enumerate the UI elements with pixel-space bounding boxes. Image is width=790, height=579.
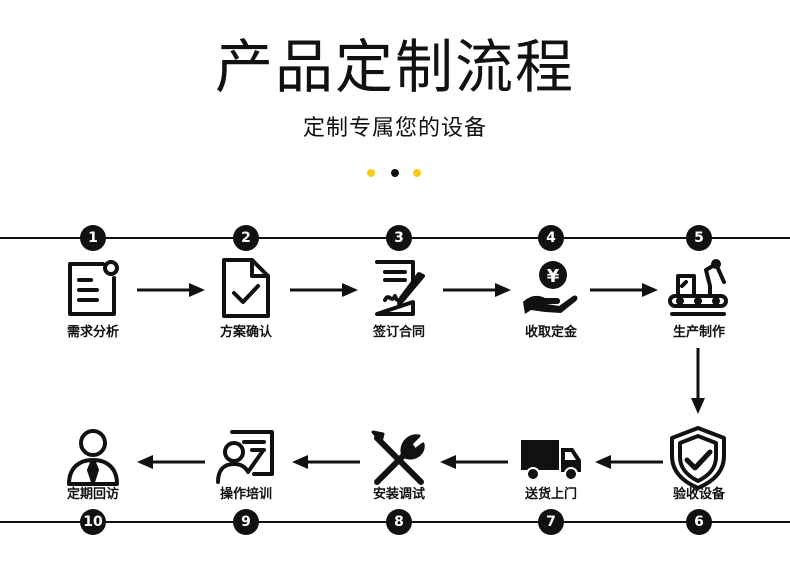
training-board-icon <box>214 426 278 490</box>
step-number-3: 3 <box>386 225 412 251</box>
arrow-left-2 <box>440 454 508 470</box>
step-label-1: 需求分析 <box>66 325 119 340</box>
document-check-icon <box>214 256 278 320</box>
step-number-10: 10 <box>80 509 106 535</box>
arrow-right-2 <box>290 282 358 298</box>
truck-icon <box>519 426 583 490</box>
step-label-5: 生产制作 <box>672 325 725 340</box>
step-number-9: 9 <box>233 509 259 535</box>
step-number-2: 2 <box>233 225 259 251</box>
svg-text:¥: ¥ <box>547 266 560 287</box>
arrow-left-3 <box>292 454 360 470</box>
arrow-down <box>690 348 706 414</box>
step-number-7: 7 <box>538 509 564 535</box>
document-icon <box>61 256 125 320</box>
factory-robot-icon <box>666 256 730 320</box>
page-subtitle: 定制专属您的设备 <box>302 116 487 141</box>
step-label-2: 方案确认 <box>219 325 272 340</box>
dot-1 <box>367 169 375 177</box>
step-number-6: 6 <box>686 509 712 535</box>
page-title: 产品定制流程 <box>214 33 575 101</box>
arrow-right-3 <box>443 282 511 298</box>
arrow-right-4 <box>590 282 658 298</box>
arrow-right-1 <box>137 282 205 298</box>
step-number-1: 1 <box>80 225 106 251</box>
contract-sign-icon <box>367 256 431 320</box>
step-label-6: 验收设备 <box>672 487 725 502</box>
step-label-9: 操作培训 <box>219 487 272 502</box>
step-label-10: 定期回访 <box>66 487 119 502</box>
arrow-left-4 <box>137 454 205 470</box>
step-label-4: 收取定金 <box>524 325 577 340</box>
decorative-dots <box>0 169 790 177</box>
dot-2 <box>391 169 399 177</box>
hand-yen-icon: ¥ <box>519 256 583 320</box>
step-label-7: 送货上门 <box>524 487 577 502</box>
step-label-8: 安装调试 <box>372 487 425 502</box>
step-number-5: 5 <box>686 225 712 251</box>
user-icon <box>61 426 125 490</box>
step-number-4: 4 <box>538 225 564 251</box>
tools-icon <box>367 426 431 490</box>
step-number-8: 8 <box>386 509 412 535</box>
arrow-left-1 <box>595 454 663 470</box>
dot-3 <box>413 169 421 177</box>
shield-check-icon <box>666 426 730 490</box>
step-label-3: 签订合同 <box>372 325 425 340</box>
